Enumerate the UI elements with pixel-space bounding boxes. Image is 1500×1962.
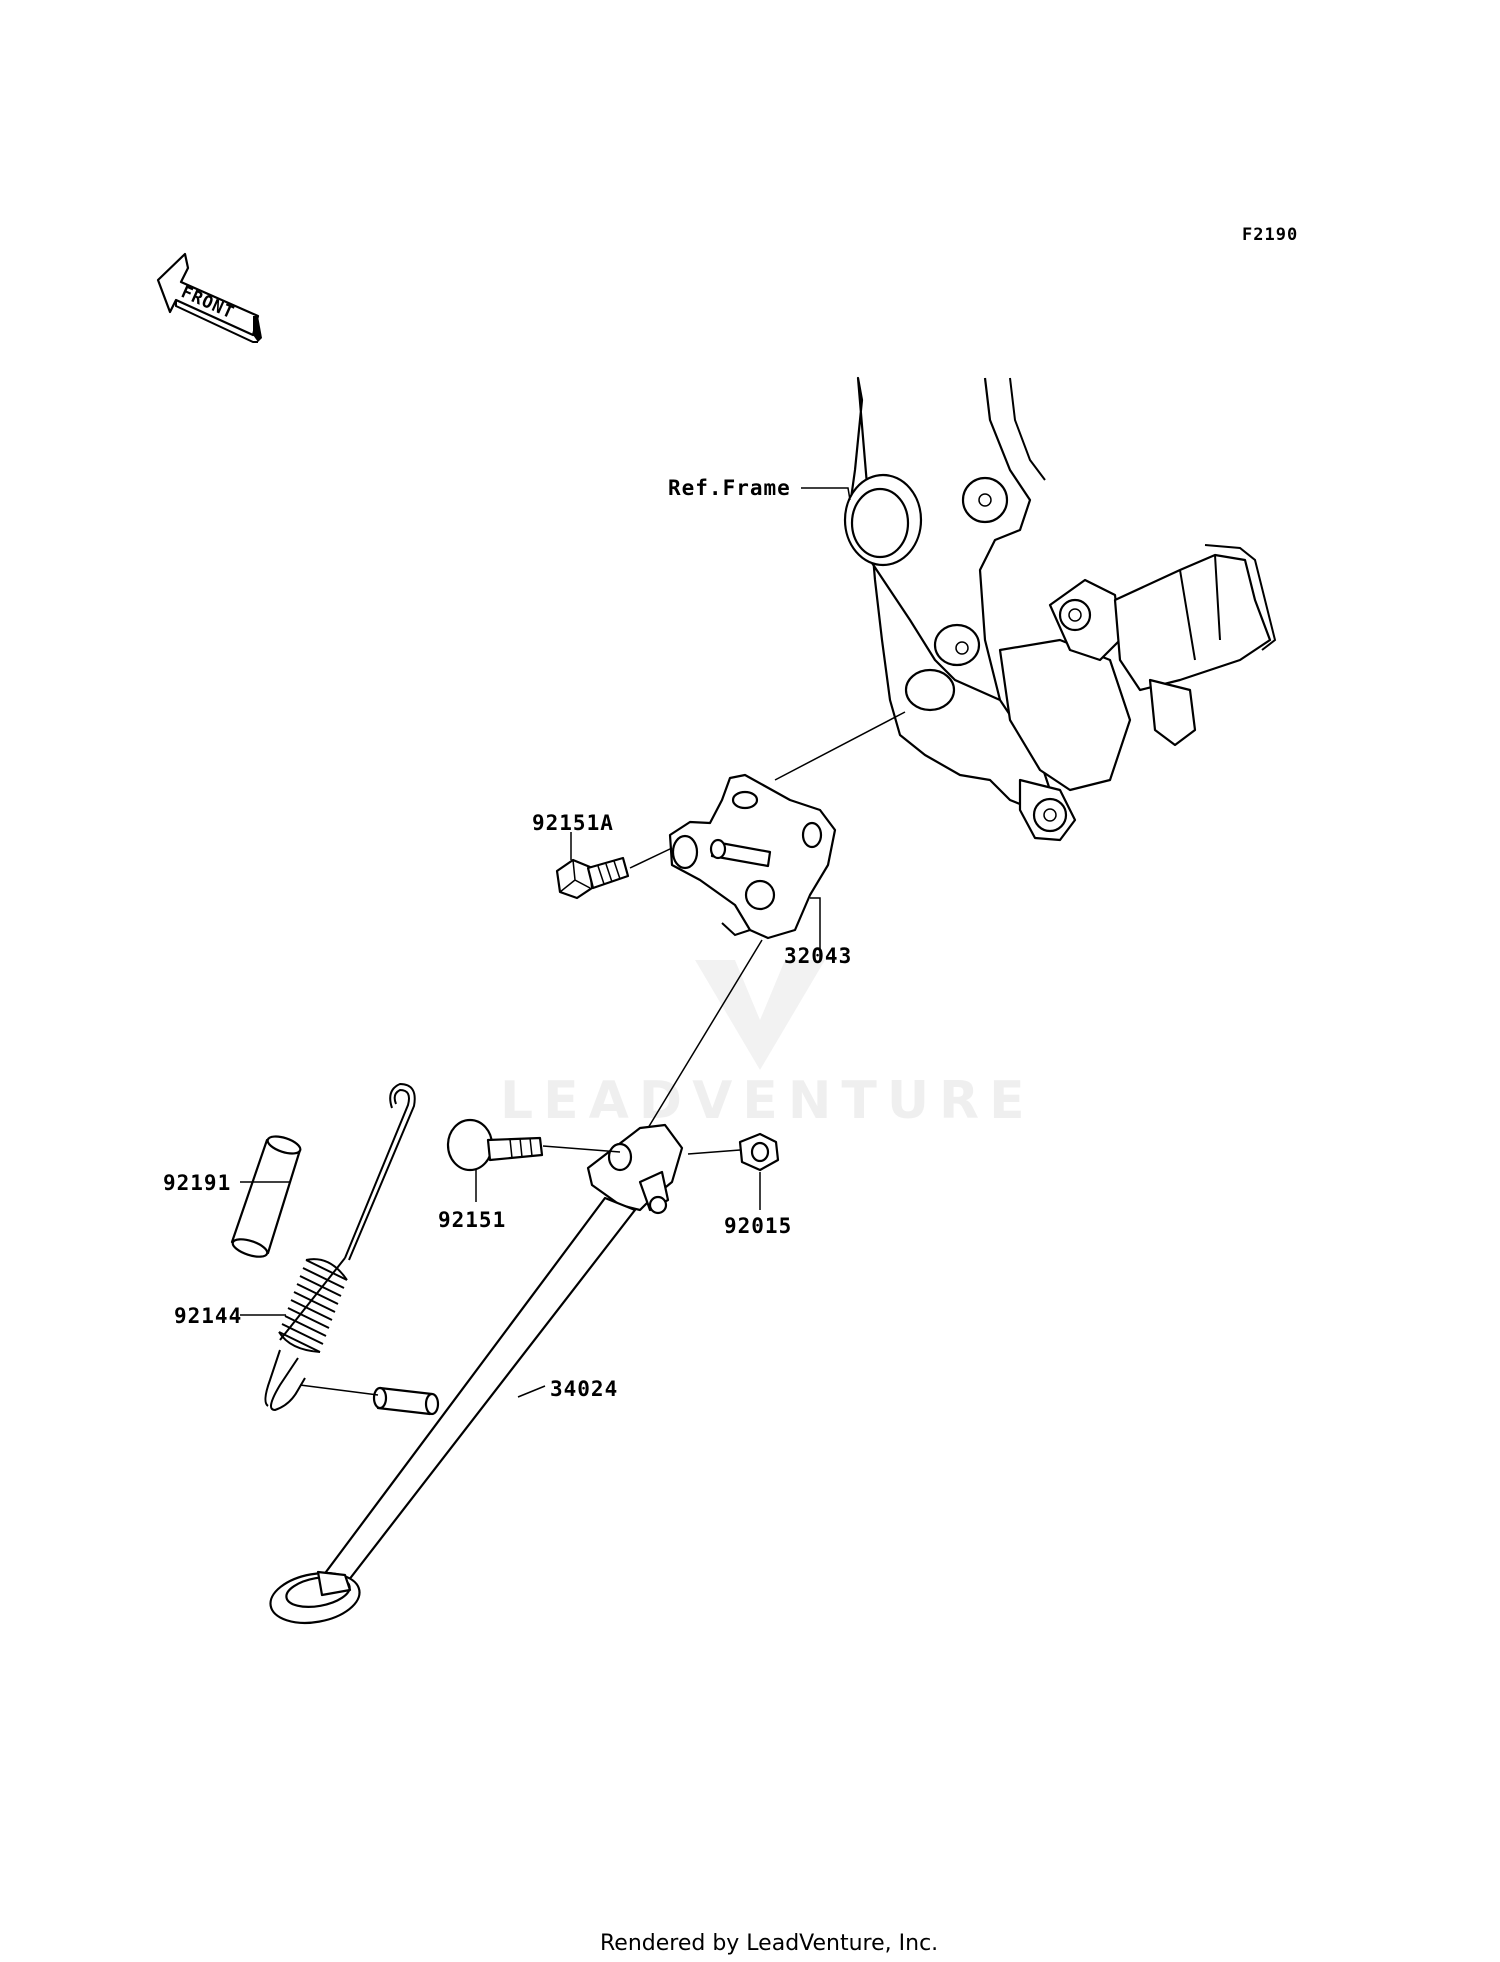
leader-spring-pin: [299, 1384, 379, 1396]
frame-reference: [843, 376, 1277, 842]
leader-ref-frame: [801, 487, 851, 501]
leader-bolt-bracket: [629, 847, 673, 869]
nut-92015: [738, 1132, 780, 1172]
label-34024: 34024: [550, 1377, 618, 1401]
leader-bracket-stand: [647, 939, 763, 1129]
watermark-text: LEADVENTURE: [500, 1071, 1035, 1131]
spring-pin: [372, 1386, 440, 1416]
footer-text: Rendered by LeadVenture, Inc.: [600, 1931, 938, 1956]
label-92151a: 92151A: [532, 811, 614, 835]
label-ref-frame: Ref.Frame: [668, 476, 791, 500]
diagram-code: F2190: [1242, 225, 1298, 245]
spring-92144: [264, 1082, 416, 1412]
label-92151: 92151: [438, 1208, 506, 1232]
leader-32043: [810, 897, 821, 960]
leader-bolt-stand: [542, 1145, 621, 1153]
watermark: LEADVENTURE: [500, 960, 1035, 1131]
front-label: FRONT: [178, 282, 237, 323]
bolt-92151a: [555, 856, 630, 900]
front-arrow-icon: FRONT: [156, 252, 262, 343]
bracket-32043: [668, 773, 837, 940]
label-92144: 92144: [174, 1304, 242, 1328]
label-92191: 92191: [163, 1171, 231, 1195]
label-92015: 92015: [724, 1214, 792, 1238]
leader-frame-bracket: [774, 711, 906, 781]
bolt-92151: [446, 1118, 544, 1172]
label-32043: 32043: [784, 944, 852, 968]
leader-nut-stand: [687, 1149, 741, 1155]
leader-34024: [517, 1385, 546, 1398]
collar-92191: [230, 1135, 302, 1258]
side-stand-34024: [269, 1123, 684, 1624]
